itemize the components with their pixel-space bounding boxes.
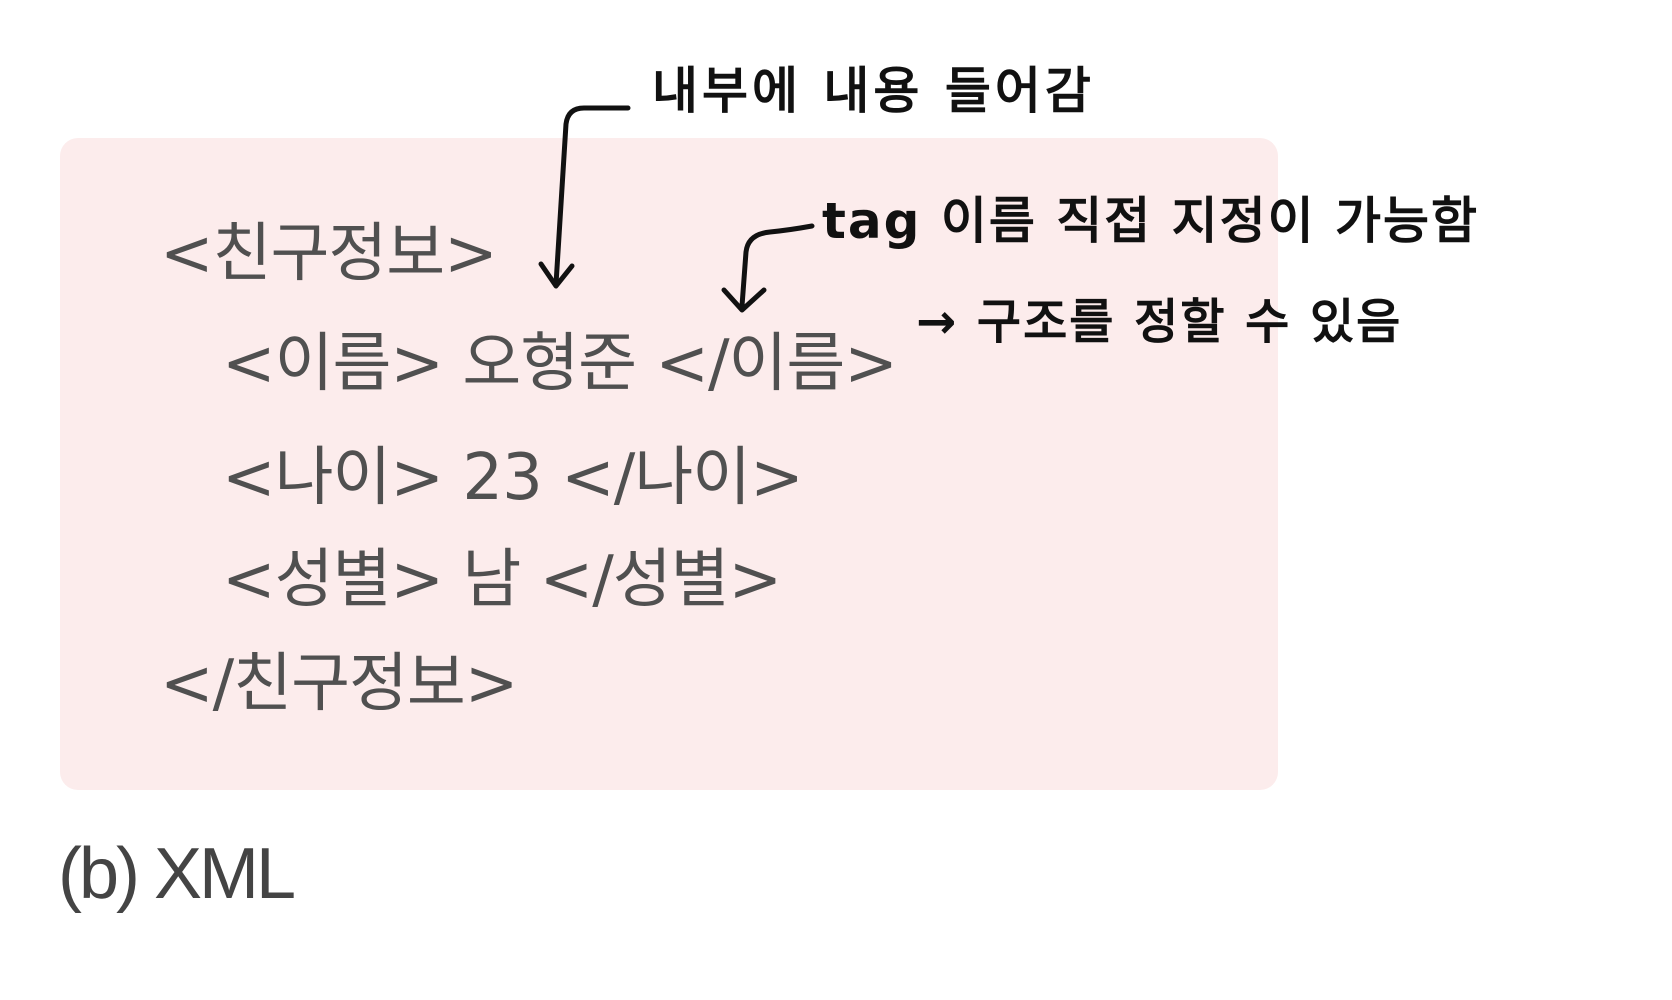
annotation-structure: → 구조를 정할 수 있음 xyxy=(916,294,1403,350)
arrow-inner-content-head xyxy=(538,261,575,289)
figure-caption: (b) XML xyxy=(58,834,296,914)
annotation-tag-name: tag 이름 직접 지정이 가능함 xyxy=(822,192,1480,250)
code-line-age: <나이> 23 </나이> xyxy=(222,441,804,515)
annotation-inner-content: 내부에 내용 들어감 xyxy=(652,62,1095,120)
code-line-name: <이름> 오형준 </이름> xyxy=(222,327,898,401)
arrow-tag-name xyxy=(739,223,815,309)
code-line-gender: <성별> 남 </성별> xyxy=(222,543,782,617)
code-line-close-root: </친구정보> xyxy=(160,647,518,721)
arrow-inner-content xyxy=(553,105,631,287)
xml-code-box xyxy=(60,138,1278,790)
code-line-open-root: <친구정보> xyxy=(160,217,498,291)
arrow-tag-name-head xyxy=(721,287,767,313)
